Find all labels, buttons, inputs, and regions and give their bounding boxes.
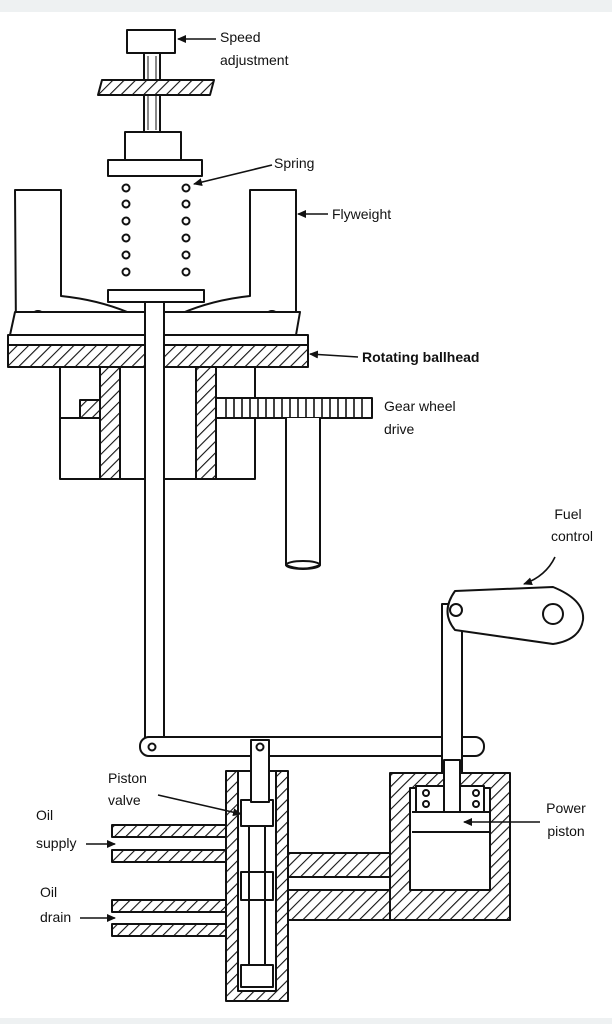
label-rotating-ballhead: Rotating ballhead <box>362 349 479 365</box>
labels: Speed adjustment Spring Flyweight Rotati… <box>36 29 593 925</box>
label-piston-valve-1: Piston <box>108 770 147 786</box>
label-fuel-control-2: control <box>551 528 593 544</box>
gear-wheel-drive <box>215 397 373 570</box>
label-fuel-control-1: Fuel <box>554 506 581 522</box>
label-speed-adjustment-1: Speed <box>220 29 260 45</box>
power-piston-cylinder <box>389 759 511 921</box>
label-piston-valve-2: valve <box>108 792 141 808</box>
label-flyweight: Flyweight <box>332 206 391 222</box>
leader-lines <box>80 35 556 922</box>
label-gear-wheel-1: Gear wheel <box>384 398 456 414</box>
label-power-piston-1: Power <box>546 800 586 816</box>
spring-seat <box>107 289 205 303</box>
fuel-control-arm <box>441 586 585 785</box>
label-oil-supply-1: Oil <box>36 807 53 823</box>
label-oil-drain-2: drain <box>40 909 71 925</box>
label-spring: Spring <box>274 155 314 171</box>
oil-drain-pipe <box>111 899 227 937</box>
piston-valve-body <box>225 739 289 1002</box>
pilot-rod <box>144 301 165 748</box>
floating-lever <box>139 736 485 757</box>
label-power-piston-2: piston <box>547 823 584 839</box>
label-speed-adjustment-2: adjustment <box>220 52 289 68</box>
spring-coils <box>121 183 191 277</box>
label-oil-drain-1: Oil <box>40 884 57 900</box>
speed-adjustment-knob <box>97 29 215 177</box>
oil-supply-pipe <box>111 824 227 863</box>
label-gear-wheel-2: drive <box>384 421 415 437</box>
label-oil-supply-2: supply <box>36 835 76 851</box>
